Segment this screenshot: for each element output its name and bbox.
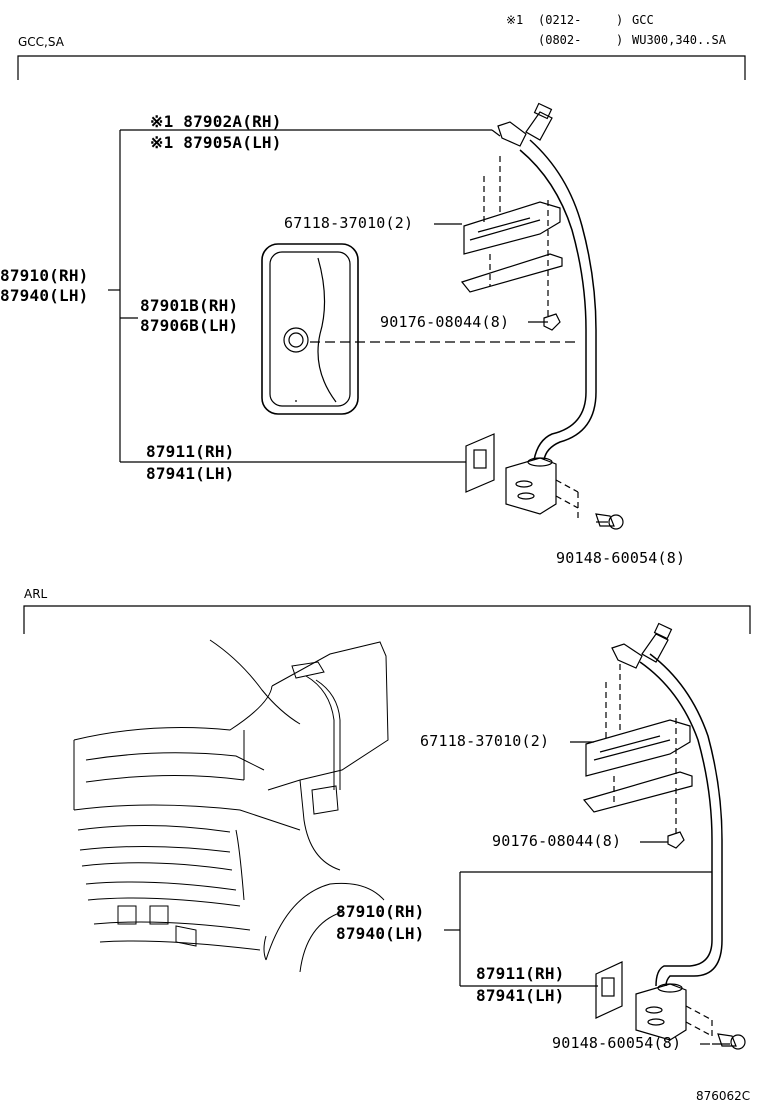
label-87911: 87911(RH) [146, 442, 235, 461]
lower-label-90176-08044: 90176-08044(8) [492, 832, 622, 850]
lower-label-87911: 87911(RH) [476, 964, 565, 983]
lower-clamp-brackets [582, 664, 693, 834]
label-90148-60054: 90148-60054(8) [556, 549, 686, 567]
upper-mirror-arm [497, 102, 597, 461]
diagram-code: 876062C [696, 1089, 751, 1103]
lower-mirror-arm [611, 622, 723, 987]
lower-label-90148-60054: 90148-60054(8) [552, 1034, 682, 1052]
note-row2-range: (0802- [538, 33, 582, 47]
lower-label-87941: 87941(LH) [476, 986, 565, 1005]
upper-nut [543, 313, 561, 331]
label-87905a: ※1 87905A(LH) [150, 133, 282, 152]
lower-screw [712, 1033, 746, 1050]
note-row1-close: ) [616, 13, 624, 27]
note-row1-applies: GCC [632, 13, 654, 27]
lower-leader-lines [444, 741, 712, 1045]
lower-label-87940: 87940(LH) [336, 924, 425, 943]
note-marker: ※1 [506, 13, 524, 27]
lower-nut [667, 831, 685, 849]
lower-label-67118-37010: 67118-37010(2) [420, 732, 550, 750]
upper-mirror-head [261, 243, 580, 415]
upper-leader-lines [108, 129, 604, 523]
label-87910: 87910(RH) [0, 266, 89, 285]
note-row2-applies: WU300,340..SA [632, 33, 726, 47]
upper-section-title: GCC,SA [18, 35, 64, 49]
upper-clamp-brackets [460, 156, 563, 318]
label-87906b: 87906B(LH) [140, 316, 239, 335]
upper-section-frame [17, 55, 746, 80]
lower-section-title: ARL [24, 587, 48, 601]
label-87901b: 87901B(RH) [140, 296, 239, 315]
vehicle-cab-illustration [73, 639, 389, 973]
label-90176-08044: 90176-08044(8) [380, 313, 510, 331]
label-87940: 87940(LH) [0, 286, 89, 305]
lower-section-frame [23, 605, 751, 634]
lower-base-bracket [595, 961, 713, 1041]
upper-screw [595, 513, 624, 530]
label-67118-37010: 67118-37010(2) [284, 214, 414, 232]
label-87902a: ※1 87902A(RH) [150, 112, 282, 131]
note-row1-range: (0212- [538, 13, 582, 27]
note-row2-close: ) [616, 33, 624, 47]
lower-label-87910: 87910(RH) [336, 902, 425, 921]
upper-base-bracket [465, 433, 579, 520]
label-87941: 87941(LH) [146, 464, 235, 483]
